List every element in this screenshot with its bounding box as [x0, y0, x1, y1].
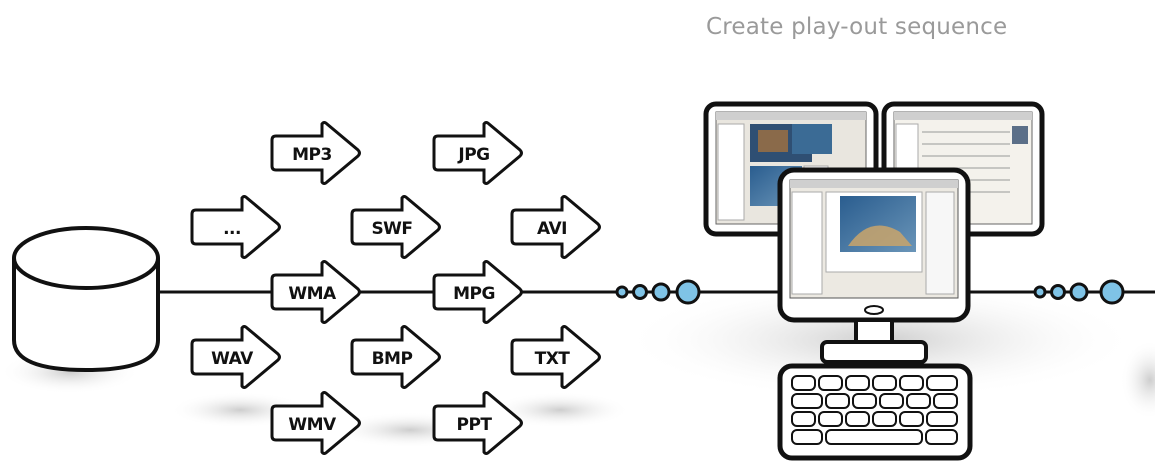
keyboard-keys: [791, 375, 958, 445]
format-arrow: PPT: [432, 391, 523, 455]
format-arrow: AVI: [510, 195, 601, 259]
format-arrow: TXT: [510, 325, 601, 389]
format-label: TXT: [535, 349, 571, 369]
format-label: MPG: [453, 284, 495, 304]
format-label: SWF: [371, 219, 412, 239]
computer-workstation-icon: [777, 167, 973, 461]
format-label: WAV: [211, 349, 254, 369]
format-arrow: WAV: [190, 325, 281, 389]
format-label: AVI: [537, 219, 567, 239]
format-arrow: MPG: [432, 260, 523, 324]
format-label: MP3: [292, 145, 332, 165]
format-arrows: MP3 JPG ... SWF AVI WMA MPG WAV: [190, 121, 601, 455]
format-label: BMP: [372, 349, 413, 369]
format-label: ...: [223, 219, 241, 239]
format-arrow: SWF: [350, 195, 441, 259]
connector-beads-right: [1033, 279, 1125, 305]
format-arrow: BMP: [350, 325, 441, 389]
format-label: WMV: [288, 415, 337, 435]
format-arrow: WMV: [270, 391, 361, 455]
format-label: PPT: [456, 415, 492, 435]
format-arrow: ...: [190, 195, 281, 259]
format-arrow: JPG: [432, 121, 523, 185]
connector-beads-left: [615, 279, 701, 305]
format-label: WMA: [288, 284, 337, 304]
format-arrow: MP3: [270, 121, 361, 185]
diagram-title: Create play-out sequence: [706, 14, 1008, 40]
format-arrow: WMA: [270, 260, 361, 324]
database-cylinder-icon: [12, 226, 160, 373]
format-label: JPG: [457, 145, 489, 165]
